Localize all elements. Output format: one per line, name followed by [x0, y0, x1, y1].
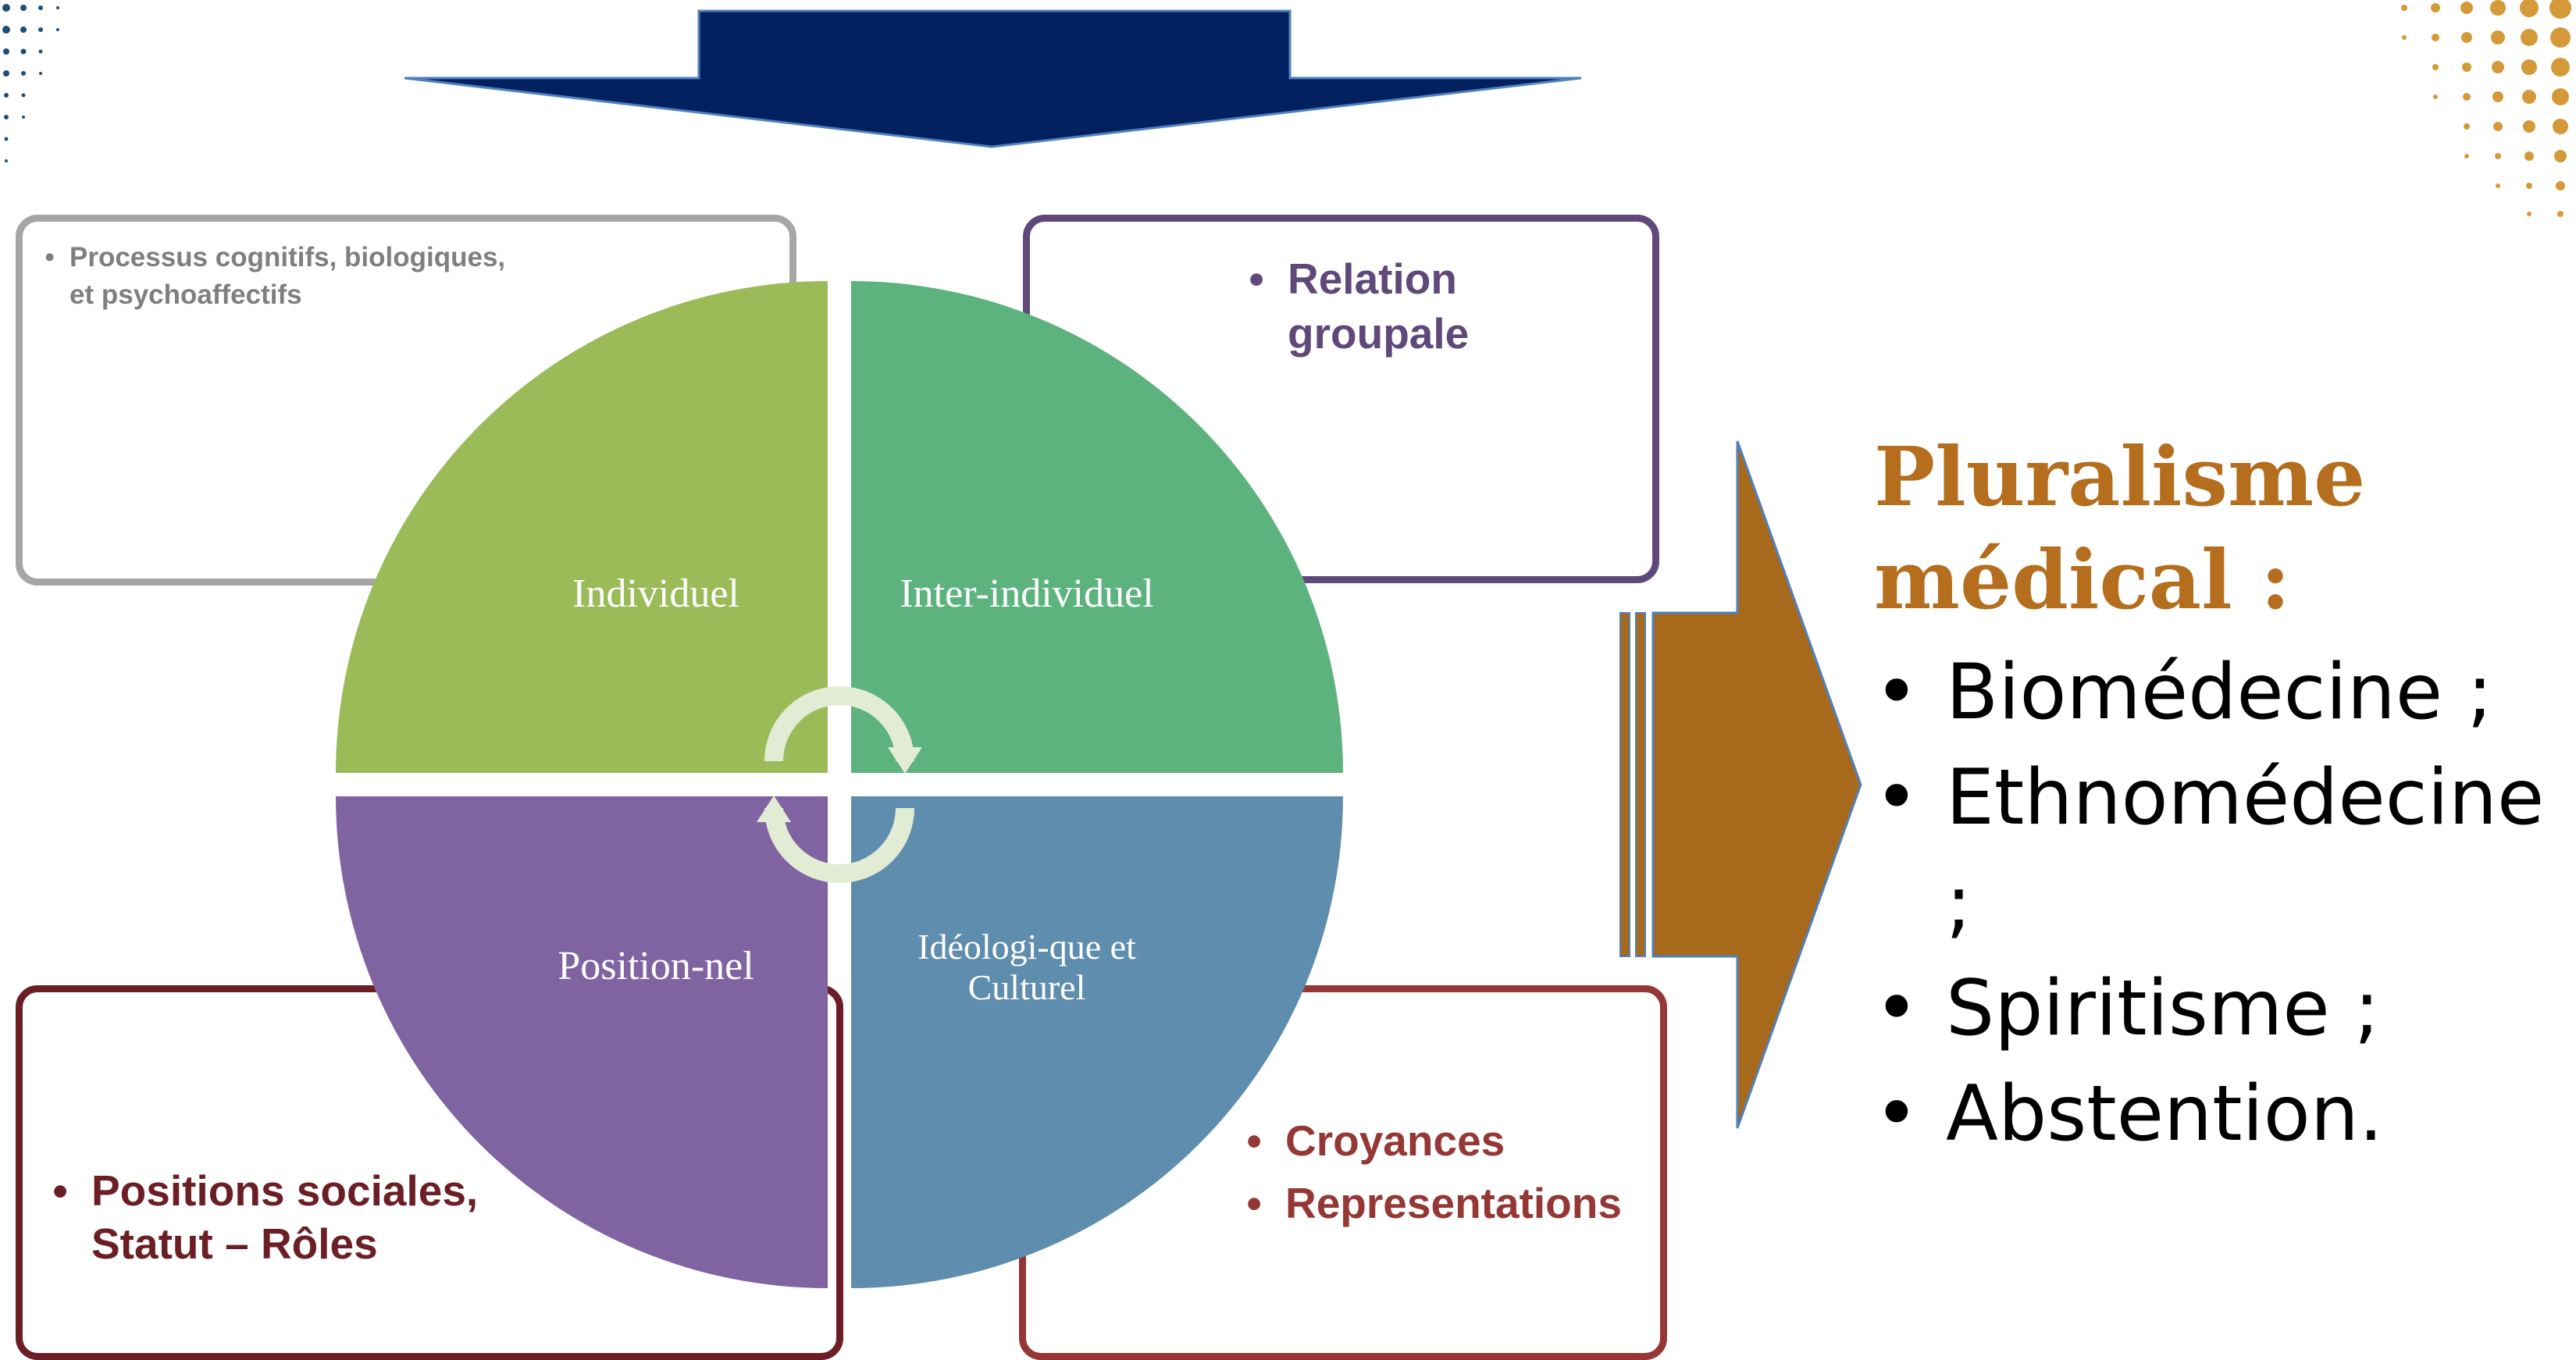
box-positionnel-line1: Positions sociales,: [91, 1166, 479, 1215]
box-inter-individuel-item: Relation groupale: [1249, 251, 1470, 361]
corner-dots-top-left: [2, 4, 59, 162]
cycle-arrow-bottom-icon: [764, 807, 914, 883]
cycle-arrow-bottom-head: [757, 796, 791, 822]
box-inter-individuel-line2: groupale: [1288, 309, 1470, 358]
arrow-stripe-1: [1619, 612, 1630, 957]
quadrant-label-ideologique-line1: Idéologi-que et: [917, 927, 1136, 967]
side-list-item-abstention: Abstention.: [1874, 1062, 2576, 1167]
side-title-line1: Pluralisme: [1874, 429, 2366, 525]
side-title: Pluralisme médical :: [1874, 425, 2365, 632]
box-ideologique-item-representations: Representations: [1247, 1172, 1622, 1234]
box-inter-individuel-line1: Relation: [1288, 255, 1457, 303]
corner-dots-top-right: [2401, 0, 2571, 217]
quadrant-label-individuel: Individuel: [572, 571, 739, 616]
quadrant-inter-individuel: [851, 281, 1343, 773]
box-individuel-line1: Processus cognitifs, biologiques,: [69, 242, 506, 272]
quadrant-ideologique: [851, 796, 1343, 1288]
box-individuel-line2: et psychoaffectifs: [69, 279, 302, 310]
side-list-item-ethnomedecine: Ethnomédecine ;: [1874, 746, 2576, 956]
arrow-stripe-2: [1635, 612, 1646, 957]
side-list-item-spiritisme: Spiritisme ;: [1874, 956, 2576, 1062]
quadrant-individuel: [336, 281, 828, 773]
arrow-body: [1651, 440, 1862, 1129]
top-down-arrow: [404, 9, 1582, 148]
right-striped-arrow: [1619, 440, 1862, 1129]
quadrant-label-ideologique: Idéologi-que et Culturel: [855, 927, 1199, 1008]
top-down-arrow-shape: [404, 9, 1582, 148]
quadrant-circle: [336, 281, 1343, 1288]
quadrant-label-ideologique-line2: Culturel: [967, 967, 1086, 1007]
box-positionnel-line2: Statut – Rôles: [91, 1219, 378, 1268]
cycle-arrow-top-icon: [764, 686, 914, 762]
box-individuel-item: Processus cognitifs, biologiques, et psy…: [45, 239, 506, 314]
quadrant-label-inter-individuel: Inter-individuel: [900, 571, 1154, 616]
box-ideologique-item-croyances: Croyances: [1247, 1109, 1622, 1172]
side-list: Biomédecine ; Ethnomédecine ; Spiritisme…: [1874, 640, 2576, 1167]
side-list-item-biomedecine: Biomédecine ;: [1874, 640, 2576, 746]
quadrant-positionnel: [336, 796, 828, 1288]
side-title-line2: médical :: [1874, 532, 2291, 628]
cycle-arrow-top-head: [888, 747, 922, 774]
box-positionnel-item: Positions sociales, Statut – Rôles: [52, 1164, 479, 1270]
quadrant-label-positionnel: Position-nel: [558, 944, 754, 988]
